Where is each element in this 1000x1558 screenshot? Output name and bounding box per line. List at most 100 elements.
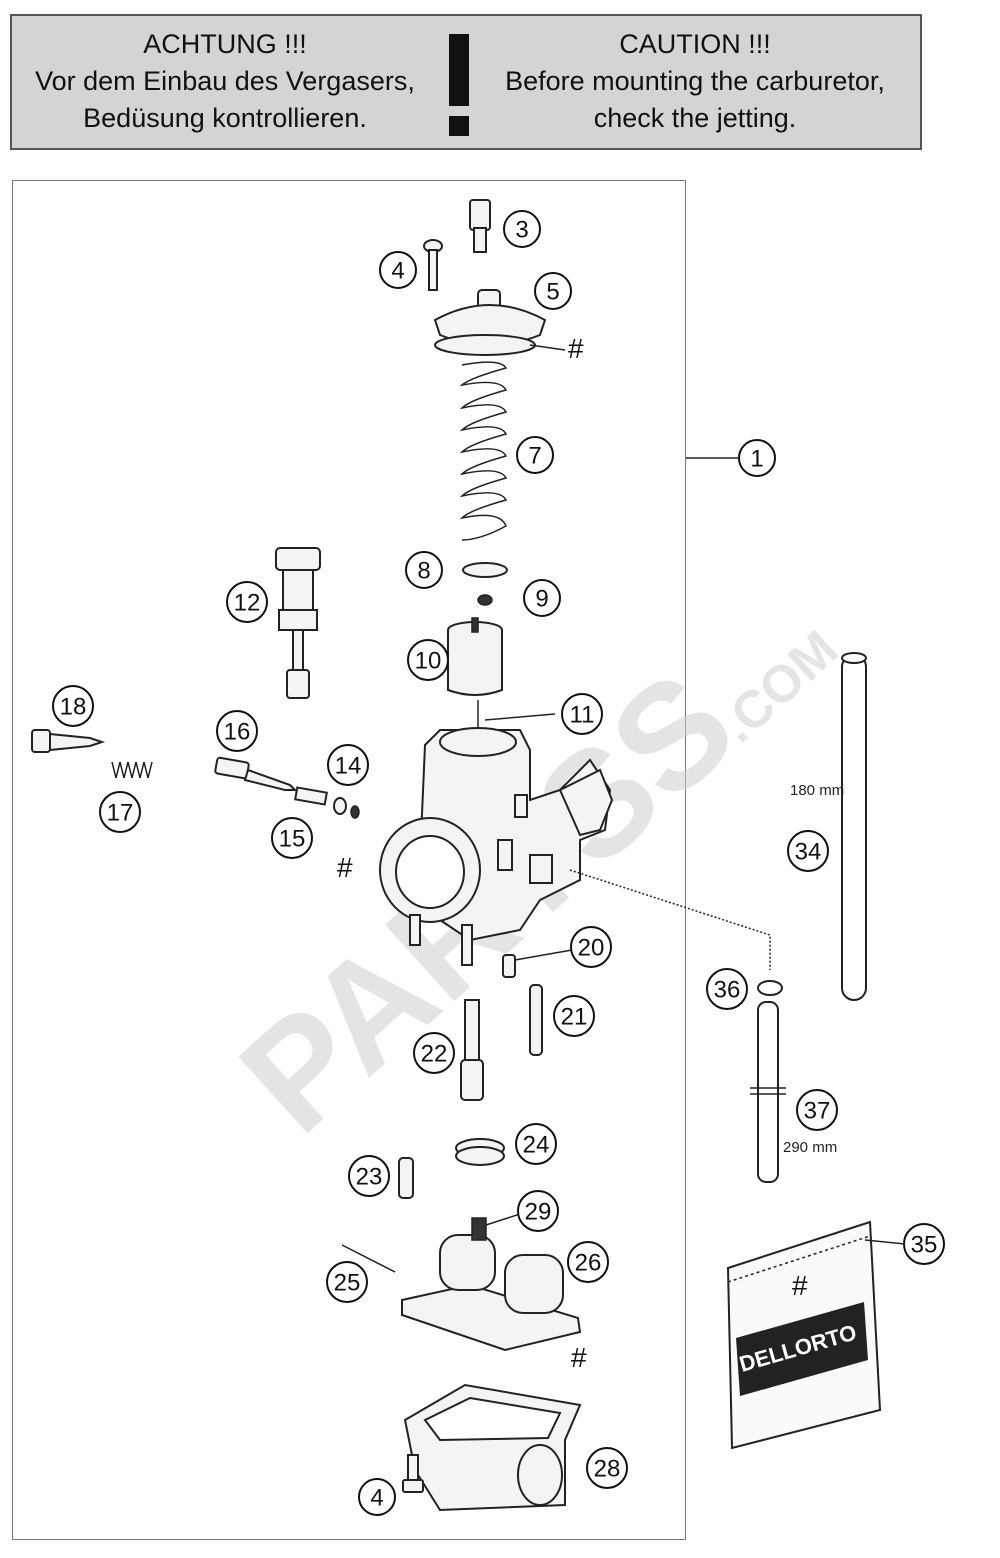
svg-text:23: 23 (356, 1164, 383, 1191)
callout-24: 24 (515, 1123, 557, 1165)
callout-17: 17 (99, 791, 141, 833)
callout-16: 16 (216, 710, 258, 752)
svg-text:4: 4 (370, 1485, 383, 1512)
svg-text:8: 8 (417, 558, 430, 585)
svg-text:28: 28 (594, 1456, 621, 1483)
svg-text:10: 10 (415, 648, 442, 675)
callout-23: 23 (348, 1155, 390, 1197)
svg-text:25: 25 (334, 1270, 361, 1297)
callout-7: 7 (516, 436, 554, 474)
callout-35: 35 (903, 1223, 945, 1265)
part-15-spring (294, 786, 328, 806)
svg-text:34: 34 (795, 839, 822, 866)
part-9-clip (477, 594, 493, 606)
callout-10: 10 (407, 639, 449, 681)
svg-text:4: 4 (391, 258, 404, 285)
hash-marker-oring: # (337, 852, 353, 883)
watermark-suffix: .COM (709, 620, 849, 754)
warning-en-line-1: CAUTION !!! (619, 29, 771, 59)
svg-text:37: 37 (804, 1098, 831, 1125)
kit-hash: # (792, 1270, 808, 1301)
callout-29: 29 (517, 1190, 559, 1232)
callout-15: 15 (271, 817, 313, 859)
svg-text:12: 12 (234, 590, 261, 617)
svg-text:26: 26 (575, 1250, 602, 1277)
part-23-needle-valve (398, 1157, 414, 1199)
warning-german: ACHTUNG !!! Vor dem Einbau des Vergasers… (20, 26, 430, 137)
callout-28: 28 (586, 1447, 628, 1489)
svg-text:29: 29 (525, 1199, 552, 1226)
svg-text:11: 11 (570, 702, 595, 729)
svg-text:22: 22 (421, 1041, 448, 1068)
warning-de-line-2: Vor dem Einbau des Vergasers, (35, 66, 415, 96)
callout-25: 25 (326, 1261, 368, 1303)
part-18-idle-screw (31, 729, 106, 753)
svg-text:20: 20 (578, 935, 605, 962)
callout-11: 11 (561, 693, 603, 735)
svg-text:1: 1 (750, 446, 763, 473)
part-25-pin (341, 1244, 396, 1273)
part-20-jet (502, 954, 516, 978)
callout-26: 26 (567, 1241, 609, 1283)
callout-9: 9 (523, 579, 561, 617)
callout-22: 22 (413, 1032, 455, 1074)
part-16-mixture-screw (214, 756, 298, 791)
callout-36: 36 (706, 968, 748, 1010)
warning-en-line-2: Before mounting the carburetor, (505, 66, 885, 96)
warning-en-line-3: check the jetting. (593, 103, 797, 133)
svg-text:24: 24 (523, 1132, 550, 1159)
svg-text:36: 36 (714, 977, 741, 1004)
dimension-290: 290 mm (783, 1139, 837, 1156)
vent-line (569, 869, 771, 970)
part-5-cover (433, 289, 547, 356)
svg-text:5: 5 (546, 279, 559, 306)
svg-text:17: 17 (107, 800, 134, 827)
svg-text:16: 16 (224, 719, 251, 746)
part-14-oring (350, 805, 360, 819)
callout-5: 5 (534, 272, 572, 310)
warning-english: CAUTION !!! Before mounting the carburet… (490, 26, 900, 137)
part-14-washer (333, 797, 347, 815)
assembly-frame (12, 180, 686, 1540)
part-21-pilot-jet (529, 984, 543, 1056)
callout-14: 14 (327, 744, 369, 786)
callout-21: 21 (553, 995, 595, 1037)
callout-18: 18 (52, 685, 94, 727)
svg-text:9: 9 (535, 586, 548, 613)
part-26-float (401, 1217, 582, 1352)
svg-text:14: 14 (335, 753, 362, 780)
callout-4-top: 4 (379, 251, 417, 289)
callout-37: 37 (796, 1089, 838, 1131)
part-24-jet-holder (455, 1138, 505, 1166)
part-37-hose (750, 1001, 786, 1183)
part-7-spring (459, 361, 508, 541)
part-36-ring (757, 980, 783, 996)
callout-4-bottom: 4 (358, 1478, 396, 1516)
dimension-180: 180 mm (790, 782, 844, 799)
part-4-screw-bottom (402, 1454, 424, 1493)
part-22-atomizer (460, 999, 484, 1101)
callout-3: 3 (503, 210, 541, 248)
callout-34: 34 (787, 830, 829, 872)
svg-text:3: 3 (515, 217, 528, 244)
carburetor-body (379, 727, 614, 966)
svg-text:15: 15 (279, 826, 306, 853)
hash-marker-cover: # (568, 333, 584, 364)
exclamation-icon (448, 34, 470, 138)
svg-text:21: 21 (561, 1004, 588, 1031)
part-12-choke (275, 547, 321, 699)
callout-20: 20 (570, 926, 612, 968)
part-28-float-bowl (403, 1383, 582, 1512)
part-35-jet-kit: DELLORTO # (726, 1220, 882, 1450)
warning-de-line-1: ACHTUNG !!! (143, 29, 307, 59)
warning-banner: ACHTUNG !!! Vor dem Einbau des Vergasers… (10, 14, 922, 150)
part-4-screw-top (423, 239, 443, 291)
svg-text:18: 18 (60, 694, 87, 721)
callout-8: 8 (405, 551, 443, 589)
part-10-slide (447, 617, 503, 696)
callout-1: 1 (738, 439, 776, 477)
part-34-tube (841, 652, 867, 1001)
warning-de-line-3: Bedüsung kontrollieren. (83, 103, 367, 133)
svg-text:35: 35 (911, 1232, 938, 1259)
